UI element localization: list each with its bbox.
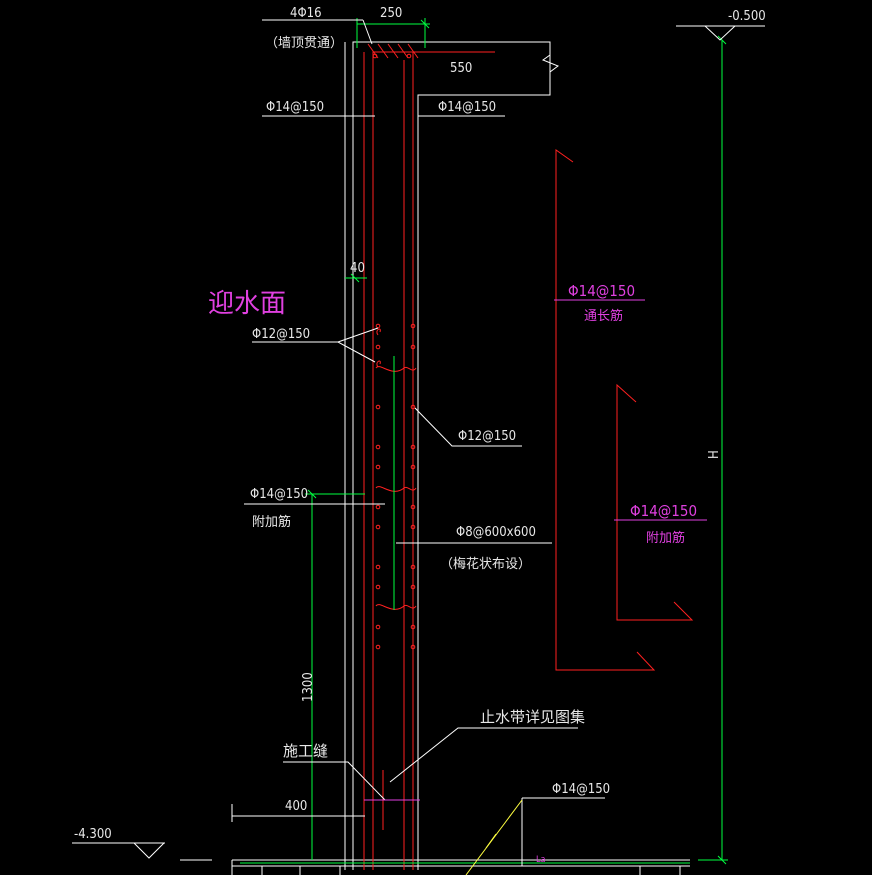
leaders <box>72 19 765 875</box>
bottom-bar-label: Φ14@150 <box>552 782 610 797</box>
magenta-lines <box>364 299 707 801</box>
horiz-bar-left: Φ14@150 <box>266 100 324 115</box>
height-dim: H <box>707 450 722 459</box>
rebar <box>363 43 694 870</box>
tie-bar-left: Φ12@150 <box>252 327 310 342</box>
dimensions <box>240 18 728 865</box>
waterstop-label: 止水带详见图集 <box>480 708 585 726</box>
lap-length-label: La <box>536 855 546 865</box>
hatch <box>465 799 523 875</box>
through-bar-note: 通长筋 <box>584 308 623 324</box>
elevation-top: -0.500 <box>728 9 766 24</box>
through-bar-label: Φ14@150 <box>568 282 635 300</box>
top-bars-note: （墙顶贯通） <box>265 36 343 51</box>
wall-thickness-dim: 250 <box>380 6 402 21</box>
tie-bar-right: Φ12@150 <box>458 429 516 444</box>
add-bar-left-note: 附加筋 <box>252 514 291 530</box>
elevation-bottom: -4.300 <box>74 827 112 842</box>
dim-400: 400 <box>285 799 307 814</box>
add-bar-right-note: 附加筋 <box>646 530 685 546</box>
concrete-outline <box>180 41 690 875</box>
slab-dim: 550 <box>450 61 472 76</box>
water-face-label: 迎水面 <box>208 289 286 319</box>
horiz-bar-right: Φ14@150 <box>438 100 496 115</box>
spacer-label: Φ8@600x600 <box>456 525 536 540</box>
add-bar-right: Φ14@150 <box>630 502 697 520</box>
top-bars-label: 4Φ16 <box>290 6 322 21</box>
spacer-note: （梅花状布设） <box>440 556 531 572</box>
construction-joint-label: 施工缝 <box>283 742 328 760</box>
add-bar-left: Φ14@150 <box>250 487 308 502</box>
cover-dim: 40 <box>350 261 365 276</box>
rebar-dots <box>372 53 416 650</box>
dim-1300: 1300 <box>301 672 316 702</box>
